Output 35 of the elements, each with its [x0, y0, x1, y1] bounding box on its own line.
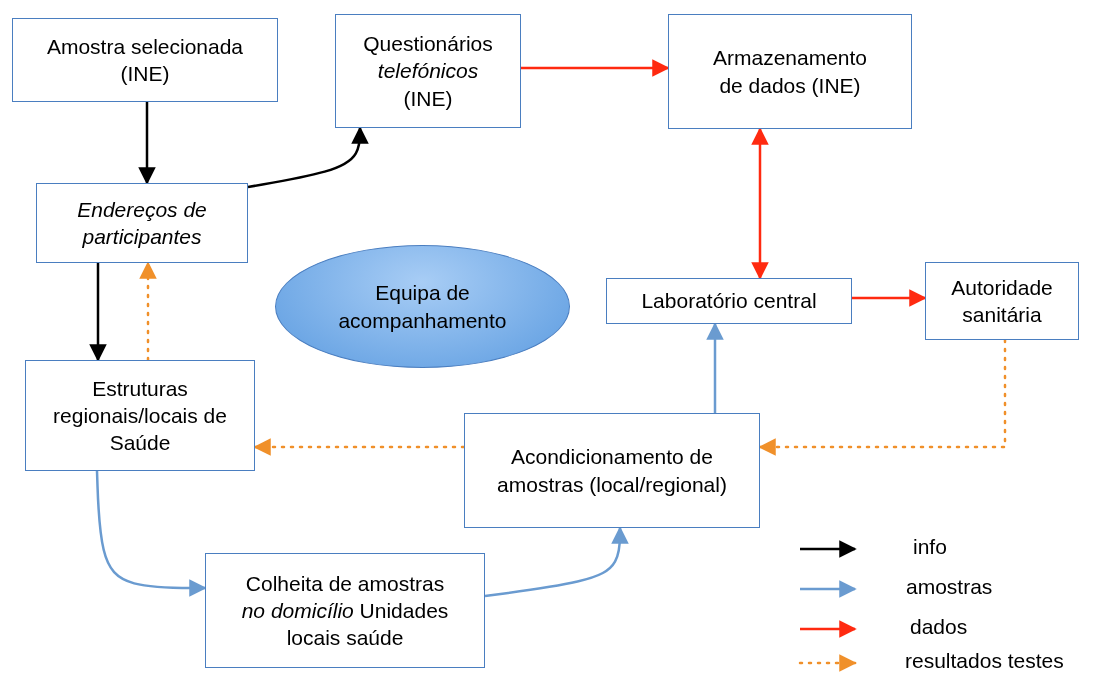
- arrow: [95, 470, 207, 597]
- legend-label: dados: [910, 615, 968, 639]
- legend-label: info: [913, 535, 947, 559]
- process-box: [925, 262, 1079, 340]
- process-box: [36, 183, 248, 263]
- arrow: [138, 102, 156, 185]
- process-box: [606, 278, 852, 324]
- arrow: [521, 59, 670, 77]
- node-label: Equipa de acompanhamento: [337, 280, 508, 334]
- node-label: Autoridade sanitária: [950, 274, 1054, 328]
- node-label: Armazenamento de dados (INE): [711, 45, 869, 99]
- arrow: [852, 289, 927, 307]
- arrow: [89, 263, 107, 362]
- node-label: Questionários telefónicos (INE): [362, 31, 494, 112]
- node-label: Endereços de participantes: [76, 196, 208, 250]
- process-box: [668, 14, 912, 129]
- process-box: [464, 413, 760, 528]
- node-label: Acondicionamento de amostras (local/regional): [497, 444, 727, 498]
- arrow: [758, 338, 1007, 456]
- arrow: [253, 438, 466, 456]
- node-label: Colheita de amostras no domicílio Unidades locais saúde: [240, 570, 450, 652]
- arrow: [247, 126, 369, 189]
- node-label: Amostra selecionada (INE): [45, 33, 245, 87]
- arrow: [751, 127, 769, 280]
- process-box: [335, 14, 521, 128]
- process-box: [12, 18, 278, 102]
- node-label: Estruturas regionais/locais de Saúde: [52, 375, 228, 457]
- arrow: [484, 526, 629, 598]
- process-box: [25, 360, 255, 471]
- node-label: Laboratório central: [641, 288, 817, 315]
- legend-label: amostras: [906, 575, 993, 599]
- process-box: [205, 553, 485, 668]
- arrow: [139, 261, 157, 362]
- legend-label: resultados testes: [905, 649, 1064, 673]
- arrow: [706, 322, 724, 413]
